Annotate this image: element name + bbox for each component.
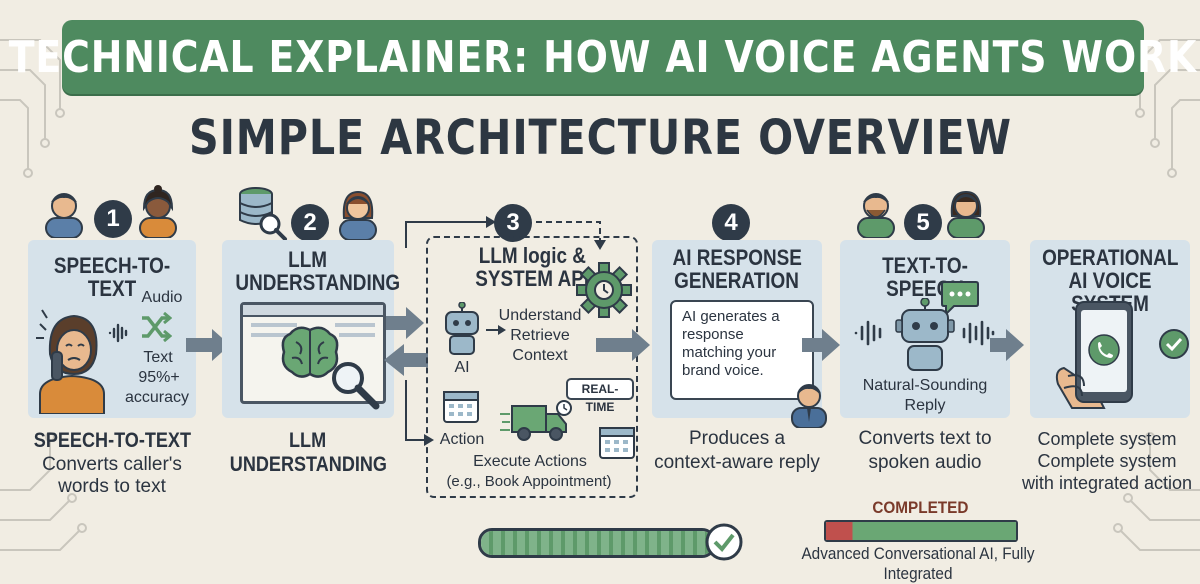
delivery-truck-icon — [500, 400, 572, 441]
step-6-desc-line1: Complete system — [1037, 429, 1177, 449]
bubble-line2: response — [682, 326, 744, 343]
flow-arrow — [386, 307, 424, 339]
step-3-panel: LLM logic & SYSTEM API — [426, 236, 638, 498]
bracket-arrow-top — [405, 216, 606, 250]
step-6-panel: OPERATIONAL AI VOICE SYSTEM — [1030, 240, 1190, 418]
audio-wave-icon — [108, 323, 128, 343]
footer-text: Advanced Conversational AI, Fully Integr… — [801, 544, 1035, 583]
realtime-badge: REAL-TIME — [566, 378, 634, 414]
step-4-panel: AI RESPONSE GENERATION AI generates a re… — [652, 240, 822, 418]
step-4-title-line1: AI RESPONSE — [672, 245, 802, 270]
step-5-desc-line2: spoken audio — [868, 452, 982, 473]
gear-icon — [576, 262, 632, 318]
label-accuracy: 95%+ — [138, 369, 180, 386]
audio-wave-icon — [962, 320, 995, 346]
robot-icon — [895, 298, 955, 371]
flow-arrow — [990, 329, 1024, 361]
step-4-desc-line2: context-aware reply — [654, 452, 820, 473]
step-6-desc-line2: Complete system — [1037, 451, 1177, 471]
check-circle-icon — [1159, 329, 1189, 359]
step-3-title-line2: SYSTEM API — [475, 266, 589, 291]
brain-icon — [281, 326, 339, 378]
label-context: Context — [512, 347, 568, 364]
step-4-desc-line1: Produces a — [688, 428, 786, 449]
step-1-desc-title: SPEECH-TO-TEXT — [33, 429, 191, 452]
audio-wave-icon — [854, 320, 882, 346]
flow-arrow — [186, 329, 230, 361]
step-2-number: 2 — [291, 204, 329, 242]
progress-bar-1 — [478, 528, 716, 558]
person-icon — [791, 384, 827, 428]
smartphone-icon — [1055, 301, 1133, 409]
small-arrow-icon — [486, 325, 506, 335]
label-accuracy-2: accuracy — [124, 389, 190, 406]
check-circle-icon — [705, 523, 743, 561]
label-execute-actions: Execute Actions — [473, 453, 587, 470]
calendar-icon — [599, 427, 635, 459]
progress-bar-2-fill — [826, 522, 1016, 540]
flow-arrow — [802, 329, 840, 361]
step-6-title-line1: OPERATIONAL — [1041, 245, 1179, 270]
step-2-title-line2: UNDERSTANDING — [235, 270, 401, 295]
step-2-panel: LLM UNDERSTANDING — [222, 240, 400, 418]
database-search-icon — [239, 187, 287, 241]
person-icon — [857, 193, 895, 238]
label-ai: AI — [454, 359, 470, 376]
circuit-decoration-left — [0, 39, 87, 551]
page-subtitle: SIMPLE ARCHITECTURE OVERVIEW — [188, 110, 1012, 166]
title-banner: TECHNICAL EXPLAINER: HOW AI VOICE AGENTS… — [9, 20, 1196, 94]
progress-bar-2 — [824, 520, 1018, 542]
caller-on-phone-icon — [36, 309, 105, 414]
shuffle-icon — [142, 312, 172, 342]
label-natural-sounding: Natural-Sounding — [862, 377, 988, 394]
calendar-icon — [443, 391, 479, 423]
step-5-panel: TEXT-TO-SPEECH Natural-Sounding Reply — [840, 240, 1010, 418]
label-text: Text — [143, 349, 173, 366]
bubble-line1: AI generates a — [682, 308, 780, 325]
step-1-desc-line2: words to text — [58, 476, 166, 497]
step-2-desc-line2: UNDERSTANDING — [229, 453, 387, 476]
bubble-line4: brand voice. — [682, 362, 764, 379]
response-bubble: AI generates a response matching your br… — [670, 300, 814, 400]
step-2-desc-line1: LLM — [289, 429, 327, 452]
banner-title: TECHNICAL EXPLAINER: HOW AI VOICE AGENTS… — [8, 31, 1198, 83]
person-icon — [947, 190, 985, 238]
step-1-number: 1 — [94, 200, 132, 238]
step-2-title-line1: LLM — [288, 247, 328, 272]
label-reply: Reply — [904, 397, 946, 414]
bracket-arrow-bottom — [405, 380, 434, 446]
step-3-title-line1: LLM logic & — [478, 243, 586, 268]
label-understand: Understand — [498, 307, 582, 324]
step-1-desc-line1: Converts caller's — [42, 454, 182, 475]
bubble-line3: matching your — [682, 344, 777, 361]
magnifier-icon — [332, 362, 380, 410]
label-retrieve: Retrieve — [510, 327, 570, 344]
step-4-number: 4 — [712, 204, 750, 242]
step-6-desc-line3: with integrated action — [1021, 473, 1193, 493]
step-1-title: SPEECH-TO-TEXT — [53, 253, 171, 301]
step-5-number: 5 — [904, 204, 942, 242]
step-3-number: 3 — [494, 204, 532, 242]
person-icon — [139, 185, 177, 238]
completed-label: COMPLETED — [871, 498, 969, 517]
step-1-panel: SPEECH-TO-TEXT Audio Text 95%+ accuracy — [28, 240, 196, 418]
chat-bubble-icon — [941, 281, 979, 316]
label-action: Action — [439, 431, 485, 448]
step-4-title-line2: GENERATION — [674, 268, 800, 293]
person-icon — [45, 193, 83, 238]
step-5-desc-line1: Converts text to — [858, 428, 992, 449]
progress-bar-1-fill — [481, 531, 713, 555]
person-icon — [339, 190, 377, 240]
label-audio: Audio — [141, 289, 183, 306]
label-example: (e.g., Book Appointment) — [446, 473, 612, 490]
robot-icon — [445, 302, 479, 355]
return-arrow — [384, 344, 428, 376]
flow-arrow — [596, 329, 650, 361]
